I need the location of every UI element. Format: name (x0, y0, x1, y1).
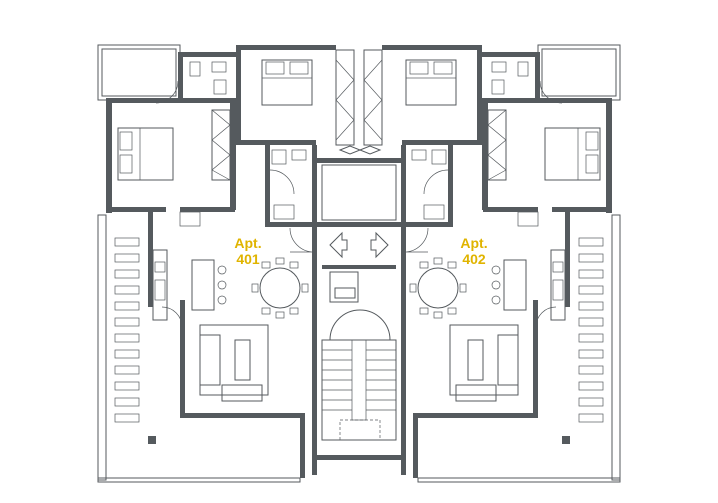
apartment-401-label: Apt. 401 (218, 235, 278, 267)
apartment-402-label-line1: Apt. (460, 235, 488, 251)
apartment-401-label-line1: Apt. (234, 235, 262, 251)
apartment-402-label-number: 402 (462, 251, 486, 267)
apartment-401-label-number: 401 (236, 251, 260, 267)
apartment-402-label: Apt. 402 (444, 235, 504, 267)
central-core (316, 145, 402, 460)
arrow-left-icon (329, 231, 348, 259)
arrow-right-icon (370, 231, 389, 259)
